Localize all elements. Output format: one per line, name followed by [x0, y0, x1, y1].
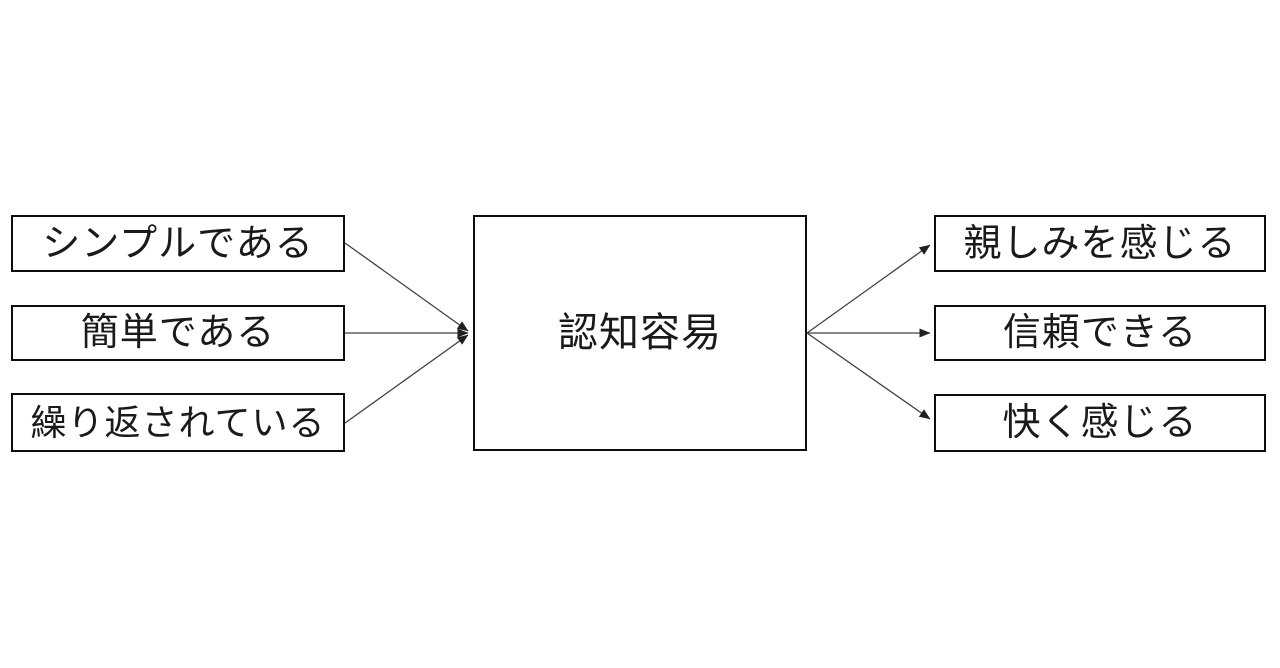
- arrow-center-to-pleasant: [806, 332, 931, 420]
- node-feel-pleasant: 快く感じる: [934, 394, 1266, 452]
- arrow-repeated-to-center: [344, 334, 469, 424]
- node-can-trust: 信頼できる: [934, 305, 1266, 361]
- arrow-center-to-familiar: [806, 244, 931, 334]
- node-cognitive-ease: 認知容易: [473, 215, 807, 451]
- node-feel-pleasant-label: 快く感じる: [1002, 402, 1198, 444]
- node-is-easy: 簡単である: [11, 305, 345, 361]
- node-is-repeated-label: 繰り返されている: [30, 401, 326, 443]
- node-is-simple-label: シンプルである: [42, 222, 314, 265]
- node-is-easy-label: 簡単である: [80, 312, 276, 354]
- node-feel-familiar-label: 親しみを感じる: [963, 222, 1237, 265]
- node-cognitive-ease-label: 認知容易: [558, 311, 722, 355]
- arrow-simple-to-center: [344, 242, 469, 332]
- node-is-repeated: 繰り返されている: [11, 393, 345, 452]
- node-can-trust-label: 信頼できる: [1002, 312, 1198, 354]
- node-feel-familiar: 親しみを感じる: [934, 215, 1266, 272]
- node-is-simple: シンプルである: [11, 215, 345, 272]
